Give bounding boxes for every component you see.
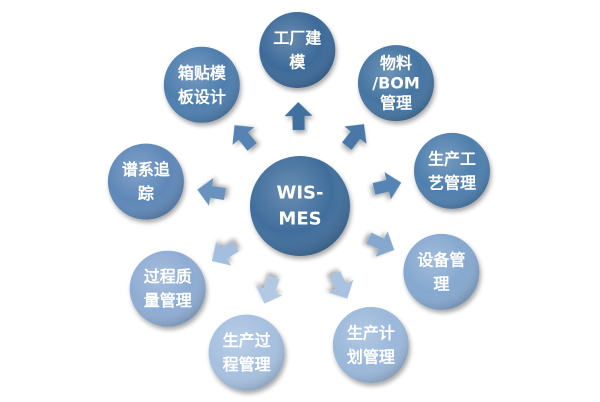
module-box-label-design-label-line-2: 板设计 xyxy=(178,87,226,106)
module-equipment-mgmt-label-line-1: 设备管 xyxy=(417,250,465,269)
module-shading xyxy=(414,132,490,209)
module-material-bom-label-line-2: /BOM xyxy=(372,74,420,93)
center-label-line-2: MES xyxy=(278,209,321,230)
arrow-shape xyxy=(328,270,354,299)
center-hub: WIS- MES xyxy=(250,156,350,256)
module-shading xyxy=(163,46,240,123)
arrow-to-material-bom xyxy=(342,124,367,150)
modules-layer: 工厂建模物料/BOM管理生产工艺管理设备管理生产计划管理生产过程管理过程质量管理… xyxy=(107,12,490,391)
module-process-mgmt-label-line-1: 生产工 xyxy=(428,149,476,168)
arrow-shape xyxy=(256,275,283,304)
module-shading xyxy=(129,250,206,327)
arrow-to-genealogy-tracking xyxy=(197,178,226,206)
module-material-bom-label-line-3: 管理 xyxy=(380,94,412,113)
arrows-layer xyxy=(197,102,402,304)
center-label-line-1: WIS- xyxy=(277,183,324,204)
module-genealogy-tracking-label-line-1: 谱系追 xyxy=(122,160,171,179)
module-shading xyxy=(208,314,285,391)
arrow-to-equipment-mgmt xyxy=(366,231,395,257)
module-genealogy-tracking-label-line-2: 踪 xyxy=(138,184,154,203)
module-shading xyxy=(358,45,434,122)
arrow-to-box-label-design xyxy=(232,125,257,151)
arrow-to-production-process xyxy=(256,275,283,304)
module-production-process-label-line-1: 生产过 xyxy=(223,331,271,350)
module-quality-mgmt-label-line-2: 量管理 xyxy=(144,291,192,310)
module-production-process-label-line-2: 程管理 xyxy=(223,355,271,374)
module-box-label-design-label-line-1: 箱贴模 xyxy=(178,63,227,82)
arrow-shape xyxy=(197,178,226,206)
arrow-to-production-plan xyxy=(328,270,354,299)
arrow-shape xyxy=(372,172,402,200)
module-material-bom-label-line-1: 物料 xyxy=(380,54,412,73)
module-shading xyxy=(403,233,480,310)
module-shading xyxy=(332,307,409,383)
arrow-to-factory-modeling xyxy=(284,102,313,131)
arrow-shape xyxy=(211,241,239,266)
arrow-shape xyxy=(342,124,367,150)
module-production-plan-label-line-2: 划管理 xyxy=(347,347,395,366)
module-process-mgmt-label-line-2: 艺管理 xyxy=(428,173,476,192)
arrow-shape xyxy=(232,125,257,151)
module-equipment-mgmt-label-line-2: 理 xyxy=(433,274,449,293)
arrow-shape xyxy=(366,231,395,257)
module-shading xyxy=(107,143,184,220)
module-shading xyxy=(259,12,336,88)
arrow-shape xyxy=(284,102,313,131)
module-factory-modeling-label-line-2: 模 xyxy=(289,53,306,72)
module-quality-mgmt-label-line-1: 过程质 xyxy=(144,267,192,286)
center-shading xyxy=(250,156,350,256)
module-production-plan-label-line-1: 生产计 xyxy=(347,323,395,342)
arrow-to-quality-mgmt xyxy=(211,241,239,266)
arrow-to-process-mgmt xyxy=(372,172,402,200)
module-factory-modeling-label-line-1: 工厂建 xyxy=(273,29,321,48)
